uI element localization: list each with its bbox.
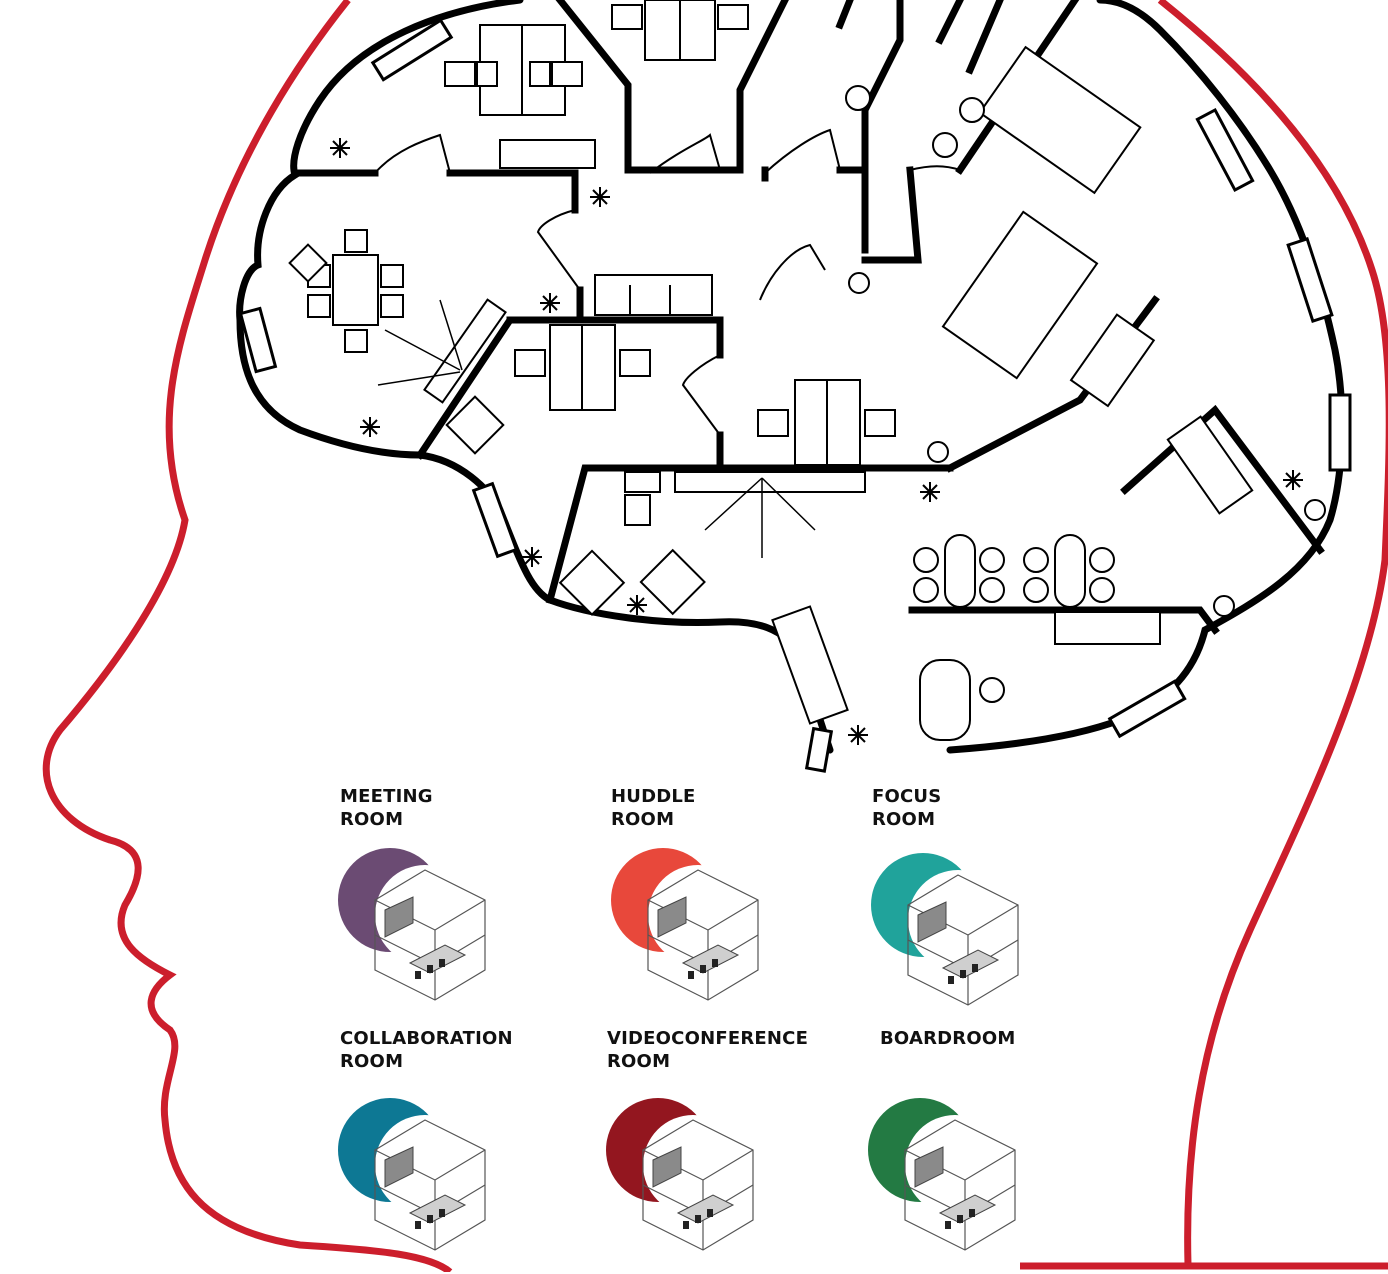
videoconference-table bbox=[676, 1194, 735, 1224]
collaboration-chair bbox=[439, 1209, 445, 1217]
videoconference-chair bbox=[707, 1209, 713, 1217]
focus-screen bbox=[917, 901, 947, 943]
boardroom-table bbox=[938, 1194, 997, 1224]
meeting-table bbox=[408, 944, 467, 974]
focus-chair bbox=[960, 970, 966, 978]
furniture bbox=[288, 0, 1326, 741]
huddle-table bbox=[681, 944, 740, 974]
head-outline bbox=[42, 0, 453, 1272]
videoconference-screen bbox=[652, 1146, 682, 1188]
collaboration-room-drawing bbox=[338, 1098, 486, 1251]
huddle-room-drawing bbox=[611, 848, 759, 1001]
huddle-screen bbox=[657, 896, 687, 938]
boardroom-screen bbox=[914, 1146, 944, 1188]
meeting-screen bbox=[384, 896, 414, 938]
huddle-chair bbox=[700, 965, 706, 973]
boardroom-chair bbox=[945, 1221, 951, 1229]
windows bbox=[238, 18, 1352, 773]
meeting-room-drawing bbox=[338, 848, 486, 1001]
collaboration-chair bbox=[427, 1215, 433, 1223]
videoconference-chair bbox=[683, 1221, 689, 1229]
huddle-chair bbox=[688, 971, 694, 979]
videoconference-chair bbox=[695, 1215, 701, 1223]
huddle-chair bbox=[712, 959, 718, 967]
projection-lines bbox=[377, 299, 816, 558]
huddle-room-icon bbox=[608, 845, 783, 1020]
room-label-boardroom: BOARDROOM bbox=[880, 1028, 1016, 1049]
collaboration-screen bbox=[384, 1146, 414, 1188]
plant-icons bbox=[330, 138, 1303, 745]
boardroom-icon bbox=[865, 1095, 1040, 1270]
boardroom-chair bbox=[957, 1215, 963, 1223]
meeting-chair bbox=[415, 971, 421, 979]
collaboration-room-icon bbox=[335, 1095, 510, 1270]
head-outline-back bbox=[1157, 0, 1388, 1266]
interior-walls bbox=[294, 0, 1325, 635]
videoconference-room-icon bbox=[603, 1095, 778, 1270]
meeting-chair bbox=[439, 959, 445, 967]
focus-chair bbox=[972, 964, 978, 972]
meeting-room-icon bbox=[335, 845, 510, 1020]
boardroom-room-drawing bbox=[868, 1098, 1016, 1251]
door-swings bbox=[374, 128, 961, 436]
boardroom-chair bbox=[969, 1209, 975, 1217]
collaboration-table bbox=[408, 1194, 467, 1224]
focus-room-icon bbox=[868, 850, 1043, 1025]
collaboration-chair bbox=[415, 1221, 421, 1229]
focus-room-drawing bbox=[871, 853, 1019, 1006]
focus-chair bbox=[948, 976, 954, 984]
videoconference-room-drawing bbox=[606, 1098, 754, 1251]
meeting-chair bbox=[427, 965, 433, 973]
focus-table bbox=[941, 949, 1000, 979]
